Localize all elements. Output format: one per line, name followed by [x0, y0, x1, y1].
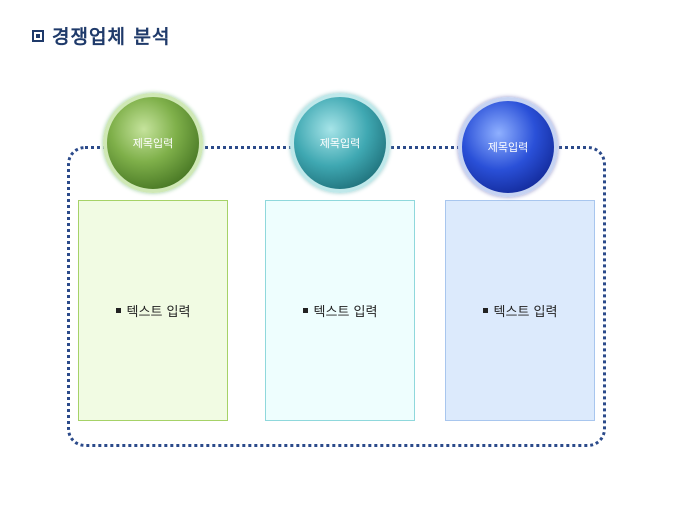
title-text: 경쟁업체 분석: [52, 26, 171, 48]
box-text: 텍스트 입력: [126, 305, 191, 320]
box-text: 텍스트 입력: [493, 305, 558, 320]
bullet-icon: [115, 308, 121, 313]
sphere-1: 제목입력: [103, 93, 203, 193]
bullet-icon: [302, 308, 308, 313]
sphere-title: 제목입력: [487, 141, 529, 154]
bullet-icon: [482, 308, 488, 313]
content-box-1: 텍스트 입력: [78, 200, 228, 421]
slide-title: 경쟁업체 분석: [32, 22, 171, 49]
square-bullet-icon: [32, 29, 44, 42]
content-box-3: 텍스트 입력: [445, 200, 595, 421]
sphere-title: 제목입력: [319, 137, 361, 150]
sphere-2: 제목입력: [290, 93, 390, 193]
sphere-title: 제목입력: [132, 137, 174, 150]
box-text: 텍스트 입력: [313, 305, 378, 320]
sphere-3: 제목입력: [458, 97, 558, 197]
content-box-2: 텍스트 입력: [265, 200, 415, 421]
